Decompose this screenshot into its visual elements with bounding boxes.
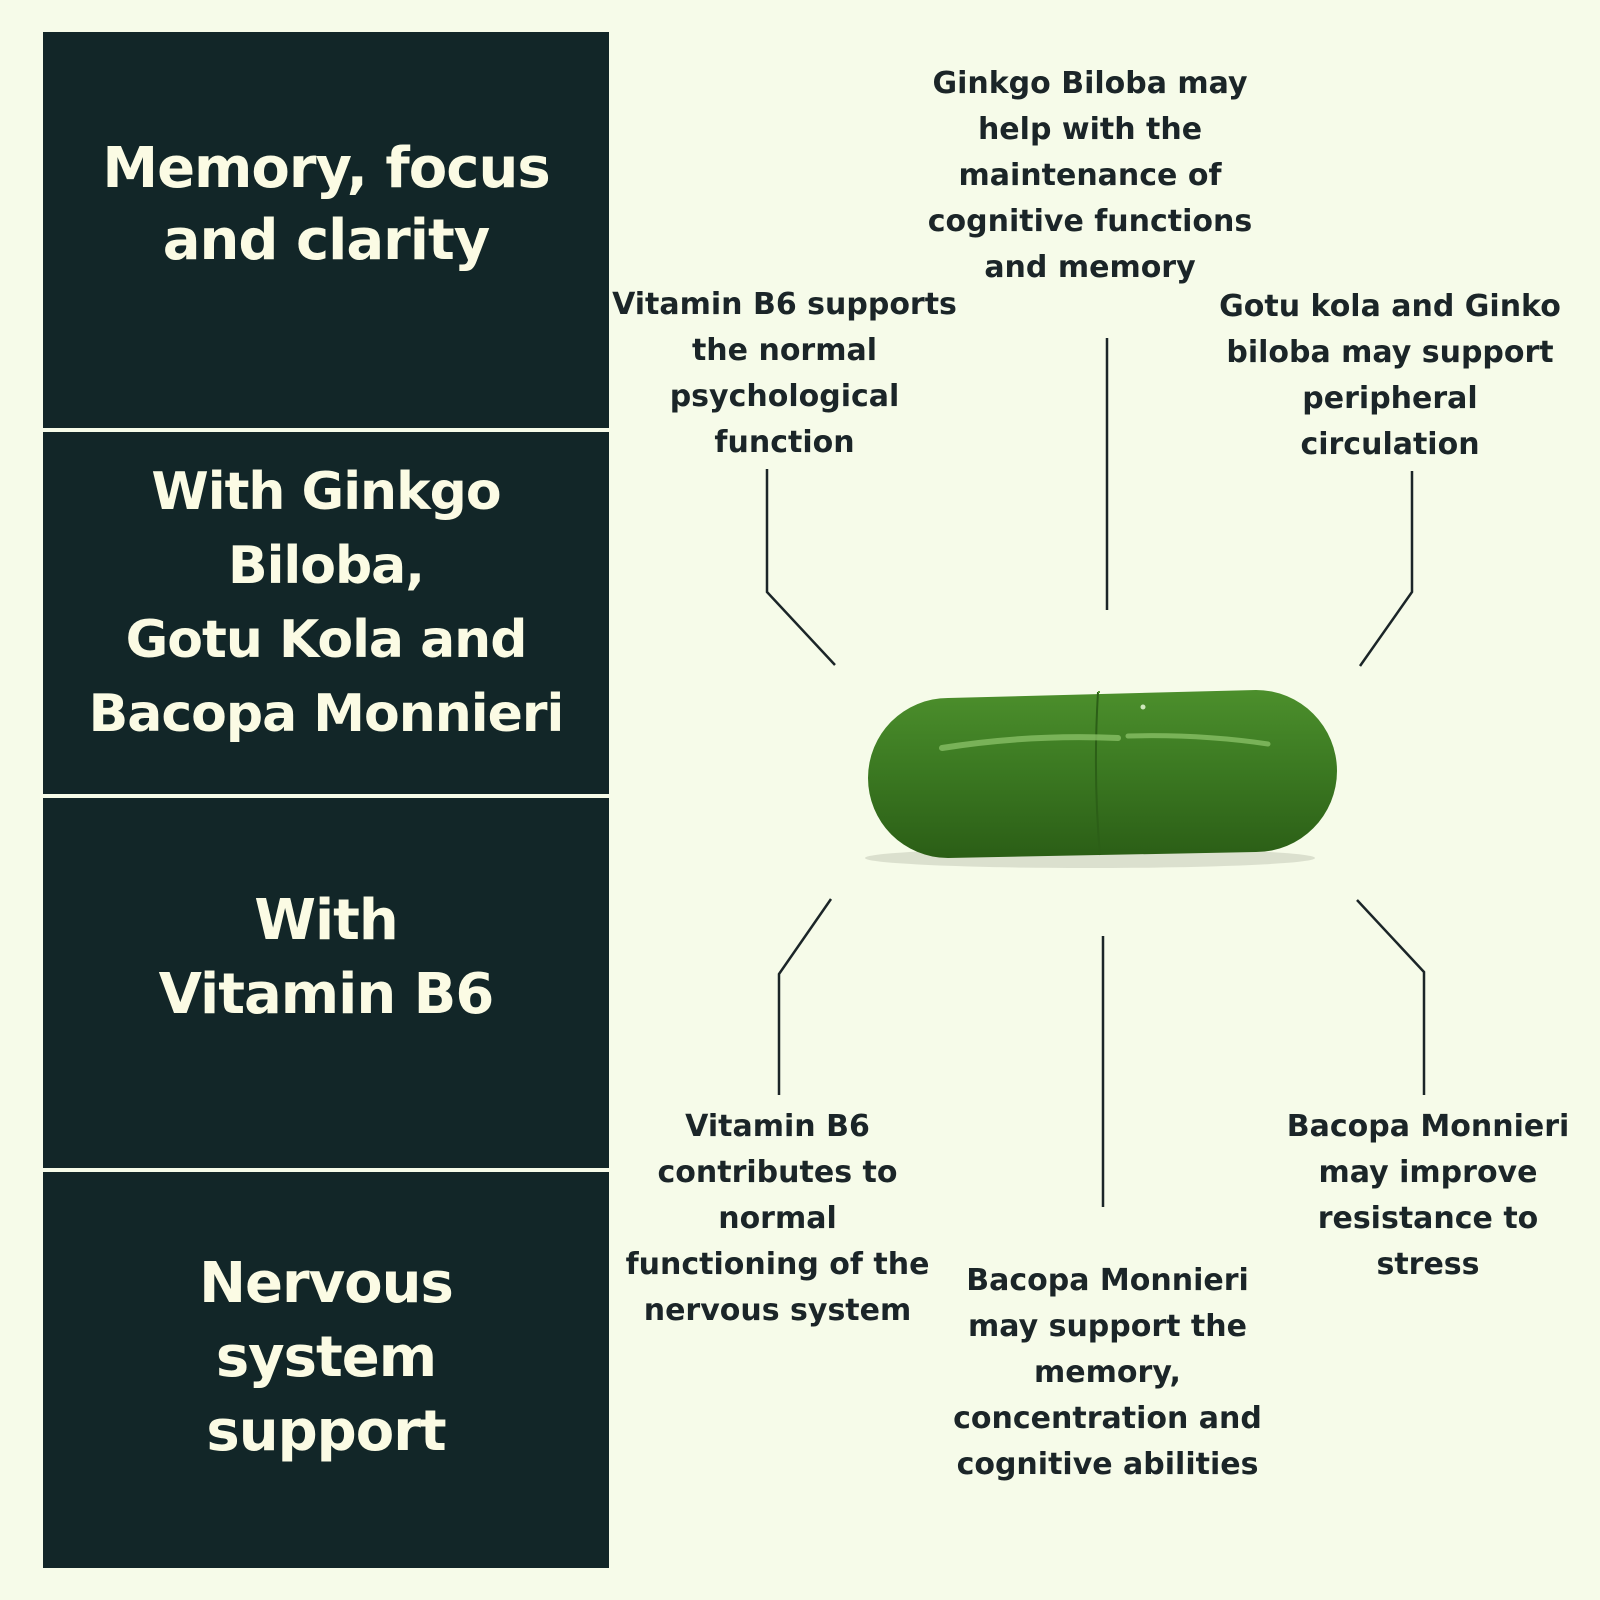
panel-memory-focus-clarity: Memory, focus and clarity bbox=[43, 32, 609, 428]
green-capsule-image bbox=[865, 690, 1337, 868]
benefit-ginkgo-memory: Ginkgo Biloba may help with the maintena… bbox=[927, 66, 1253, 285]
benefit-b6-nervous-system: Vitamin B6 contributes to normal functio… bbox=[625, 1109, 930, 1328]
panel-nervous-system: Nervous system support bbox=[43, 1172, 609, 1568]
connector-b6-psych bbox=[765, 469, 836, 666]
panel-vitamin-b6: With Vitamin B6 bbox=[43, 798, 609, 1168]
panel-heading-memory: Memory, focus and clarity bbox=[102, 136, 550, 273]
benefit-b6-psychological: Vitamin B6 supports the normal psycholog… bbox=[612, 287, 957, 460]
benefit-bacopa-stress: Bacopa Monnieri may improve resistance t… bbox=[1286, 1109, 1570, 1282]
panel-heading-nervous-system: Nervous system support bbox=[199, 1251, 454, 1464]
connector-b6-nervous bbox=[777, 898, 833, 1095]
panel-heading-vitamin-b6: With Vitamin B6 bbox=[158, 888, 495, 1027]
connector-lines bbox=[765, 338, 1426, 1207]
connector-bacopa-stress bbox=[1356, 899, 1426, 1095]
panel-ingredients: With Ginkgo Biloba, Gotu Kola and Bacopa… bbox=[43, 432, 609, 794]
benefit-gotu-kola-circulation: Gotu kola and Ginko biloba may support p… bbox=[1219, 289, 1561, 462]
connector-gotu-circ bbox=[1358, 471, 1414, 667]
panel-heading-ingredients: With Ginkgo Biloba, Gotu Kola and Bacopa… bbox=[88, 462, 565, 744]
benefit-bacopa-memory: Bacopa Monnieri may support the memory, … bbox=[953, 1263, 1262, 1482]
